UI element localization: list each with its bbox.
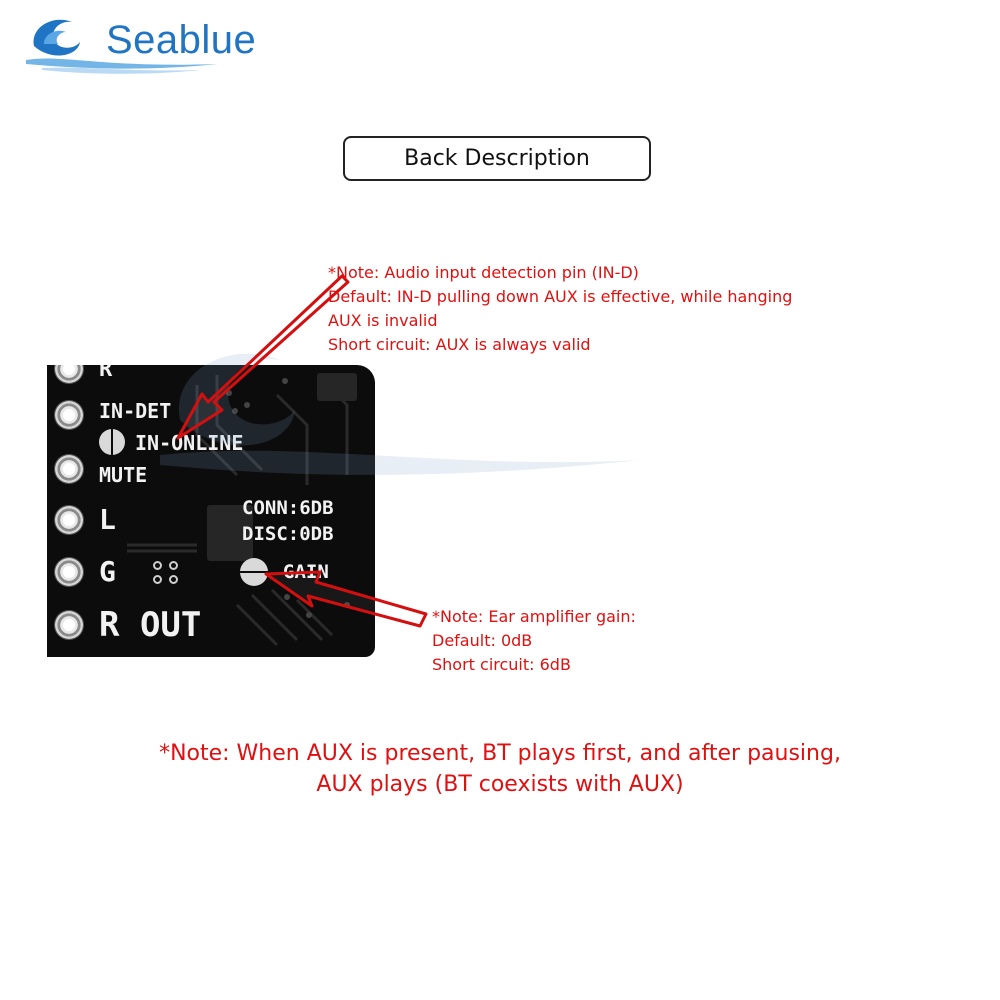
silk-in-online: IN-ONLINE [135, 431, 244, 455]
silk-l: L [99, 503, 116, 536]
pcb-board: R IN-DET IN-ONLINE MUTE L G R OUT CONN:6… [47, 365, 375, 657]
silk-r-out: R OUT [99, 605, 202, 645]
note-line: Short circuit: 6dB [432, 655, 571, 674]
pin-g [55, 558, 83, 586]
pin-in-det [55, 401, 83, 429]
note-aux-bt-coexist: *Note: When AUX is present, BT plays fir… [0, 738, 1000, 800]
pin-r-out [55, 611, 83, 639]
note-line: *Note: When AUX is present, BT plays fir… [159, 741, 841, 766]
pin-mute [55, 455, 83, 483]
section-title: Back Description [343, 136, 651, 181]
note-line: Default: 0dB [432, 631, 533, 650]
note-line: Short circuit: AUX is always valid [328, 335, 591, 354]
silk-mute: MUTE [99, 463, 148, 487]
silk-gain: GAIN [283, 561, 329, 583]
silk-in-det: IN-DET [99, 399, 172, 423]
silk-disc: DISC:0DB [242, 523, 334, 545]
note-line: AUX is invalid [328, 311, 438, 330]
silk-g: G [99, 555, 116, 588]
note-line: *Note: Ear amplifier gain: [432, 607, 636, 626]
logo-text: Seablue [106, 18, 257, 62]
wave-logo-icon [26, 19, 218, 74]
note-ear-amplifier-gain: *Note: Ear amplifier gain: Default: 0dB … [432, 605, 636, 677]
seablue-logo: Seablue [22, 6, 256, 76]
silk-conn: CONN:6DB [242, 497, 334, 519]
pin-r-top [55, 365, 83, 383]
note-line: Default: IN-D pulling down AUX is effect… [328, 287, 793, 306]
silk-r-top: R [99, 365, 113, 382]
note-audio-detection: *Note: Audio input detection pin (IN-D) … [328, 261, 792, 357]
in-online-jumper-pad [99, 429, 125, 455]
note-line: *Note: Audio input detection pin (IN-D) [328, 263, 639, 282]
note-line: AUX plays (BT coexists with AUX) [316, 772, 684, 797]
via-cluster [153, 561, 181, 589]
gain-jumper-pad [240, 558, 268, 586]
pin-l [55, 506, 83, 534]
